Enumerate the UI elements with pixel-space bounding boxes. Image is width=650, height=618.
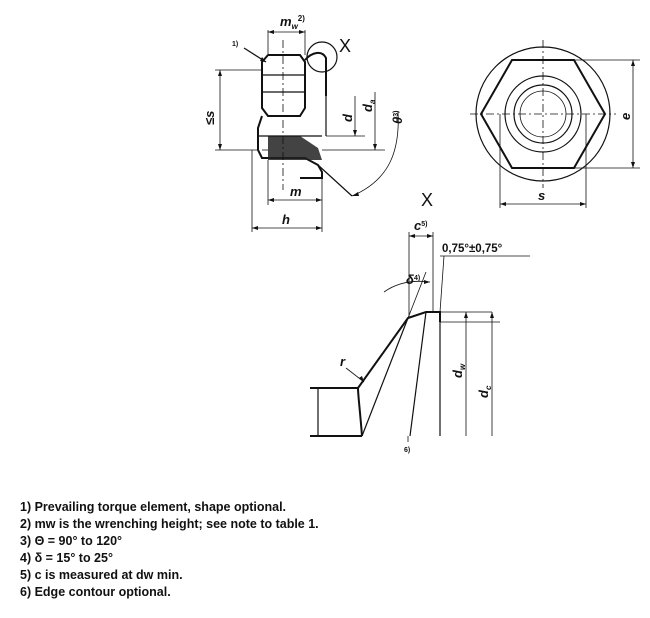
footnote-6: 6) Edge contour optional. xyxy=(20,585,171,599)
le-s-label: ≤s xyxy=(202,111,217,125)
dc-label: dc xyxy=(476,385,493,398)
footnote-5: 5) c is measured at dw min. xyxy=(20,568,183,582)
theta-label: θ3) xyxy=(390,111,405,124)
flange-section-hatch xyxy=(268,136,322,160)
da-label: da xyxy=(360,99,377,112)
top-view: e s xyxy=(470,40,640,208)
technical-drawing: 1) mw2) X ≤s d da θ3) m h e s X xyxy=(202,14,640,454)
delta-label: δ4) xyxy=(406,272,420,287)
detail-x-circle xyxy=(306,41,338,73)
r-label: r xyxy=(340,354,346,369)
detail-x: X c5) 0,75°±0, xyxy=(310,190,530,454)
h-label: h xyxy=(282,212,290,227)
footnotes: 1) Prevailing torque element, shape opti… xyxy=(20,499,620,601)
ref-6-label: 6) xyxy=(404,447,410,454)
e-label: e xyxy=(618,113,633,120)
footnote-2: 2) mw is the wrenching height; see note … xyxy=(20,517,319,531)
m-label: m xyxy=(290,184,302,199)
dw-label: dw xyxy=(450,363,467,378)
s-label: s xyxy=(538,188,545,203)
detail-x-label: X xyxy=(421,190,433,210)
mw-label: mw2) xyxy=(280,14,305,31)
side-view: 1) mw2) X ≤s d da θ3) m h xyxy=(202,14,405,232)
angle-label: 0,75°±0,75° xyxy=(442,243,503,255)
ref-1-label: 1) xyxy=(232,41,238,48)
c-label: c5) xyxy=(414,218,427,233)
footnote-4: 4) δ = 15° to 25° xyxy=(20,551,113,565)
footnote-1: 1) Prevailing torque element, shape opti… xyxy=(20,500,287,514)
detail-x-label-top: X xyxy=(339,36,351,56)
d-label: d xyxy=(340,113,355,122)
footnote-3: 3) Θ = 90° to 120° xyxy=(20,534,123,548)
